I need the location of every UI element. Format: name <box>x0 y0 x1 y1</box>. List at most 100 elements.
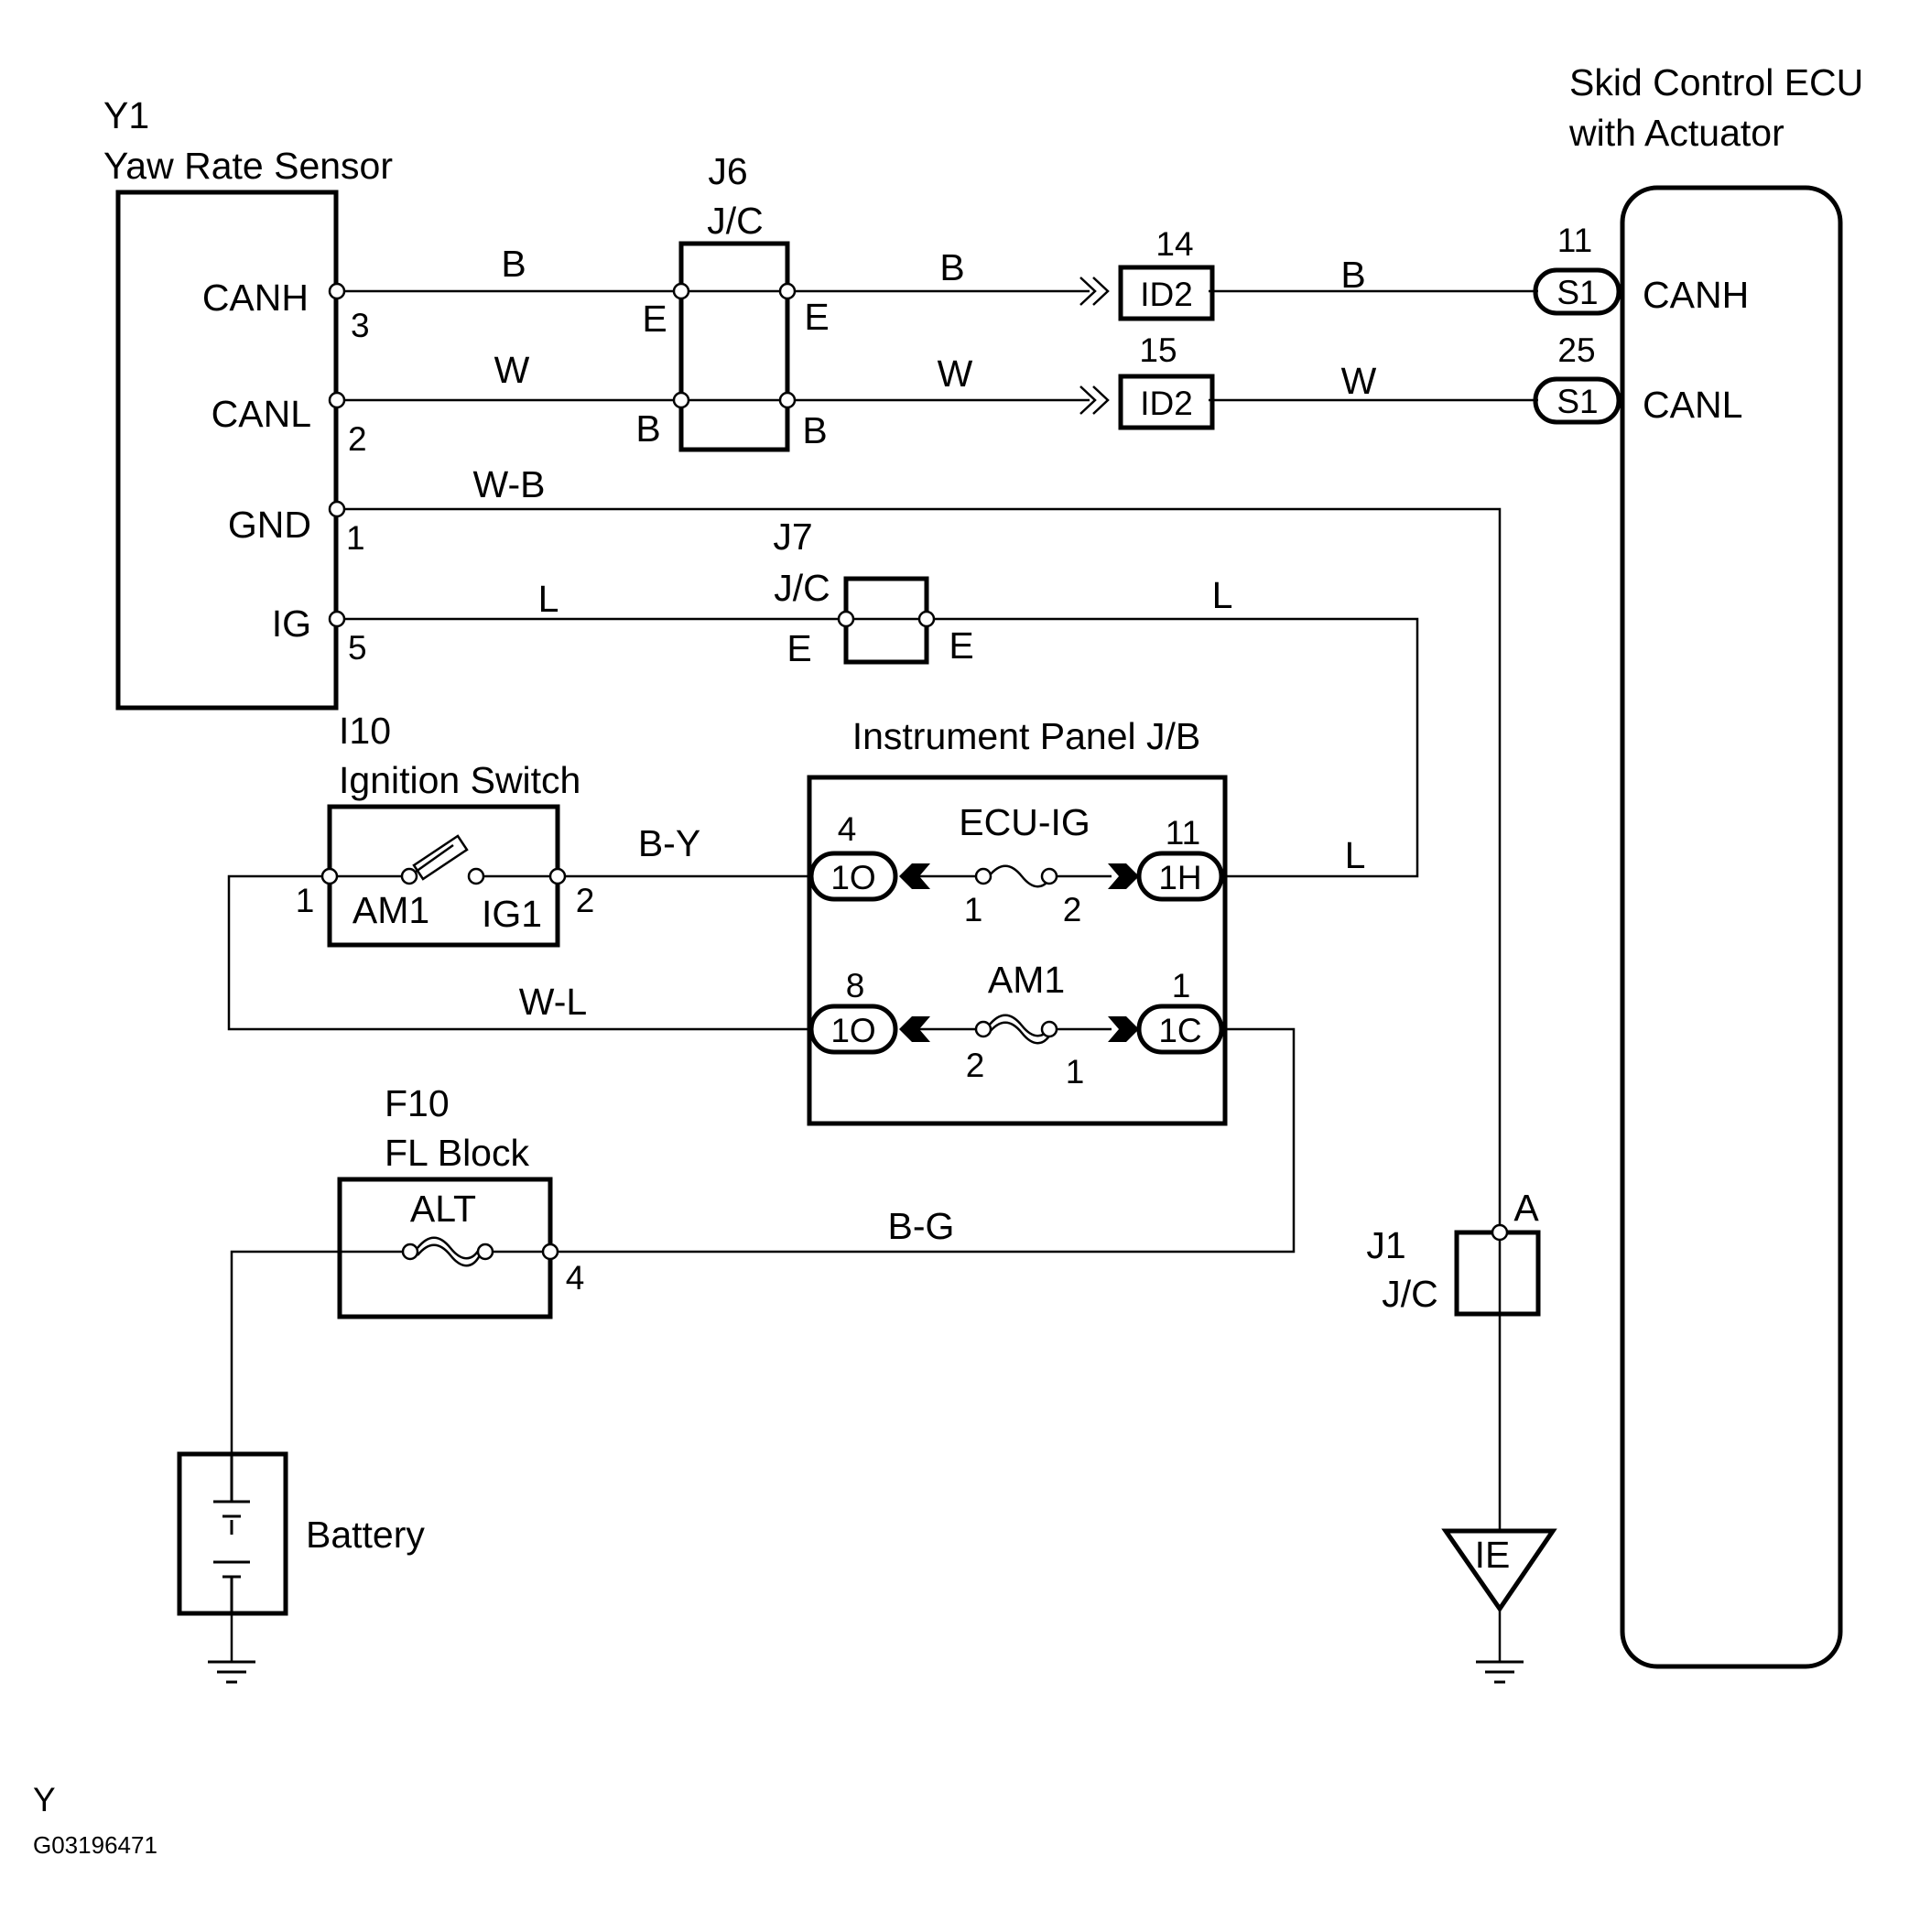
ignition-switch: I10 Ignition Switch AM1 IG1 1 2 <box>296 710 595 948</box>
wire-label-canl-3: W <box>1341 360 1377 402</box>
yaw-pin-canl-number: 2 <box>348 420 367 458</box>
wire-w-l <box>227 874 811 1031</box>
wire-label-w-l: W-L <box>519 981 587 1023</box>
ign-switch-pin-2: 2 <box>576 882 595 919</box>
junction-connector-j1: J1 J/C A <box>1366 1187 1541 1317</box>
yaw-sensor-body <box>115 190 339 711</box>
terminal-node <box>778 282 797 300</box>
yaw-sensor-code: Y1 <box>103 94 149 136</box>
terminal-node <box>917 610 936 628</box>
ipjb-pin-4: 4 <box>838 810 857 848</box>
ground-point-label: IE <box>1475 1534 1511 1576</box>
connector-chevron-icon <box>1079 277 1110 306</box>
connector-chevron-icon <box>1079 385 1110 415</box>
j1-body <box>1454 1230 1541 1317</box>
ecu-connector-canl <box>1533 376 1622 425</box>
fuse-icon <box>988 864 1053 888</box>
fl-block: F10 FL Block ALT 4 <box>337 1082 585 1319</box>
figure-id: G03196471 <box>33 1831 157 1859</box>
ground-symbol-ie <box>1476 1660 1524 1684</box>
j7-type: J/C <box>774 567 830 609</box>
terminal-node <box>400 867 418 885</box>
terminal-node <box>548 867 567 885</box>
ecu-pin-canh-signal: CANH <box>1643 274 1749 316</box>
terminal-node <box>328 610 346 628</box>
ipjb-body <box>807 775 1228 1126</box>
wire-label-canl-1: W <box>494 349 530 391</box>
wire-labels: B B B W W W W-B L L L B-Y W-L B-G <box>473 243 1377 1247</box>
ipjb-ecuig-pin-1: 1 <box>964 891 983 928</box>
terminal-node <box>974 1020 992 1038</box>
ipjb-conn-1c <box>1136 1004 1224 1055</box>
terminal-node <box>837 610 855 628</box>
yaw-pin-canh-number: 3 <box>351 307 370 344</box>
id2-canl-label: ID2 <box>1140 385 1193 422</box>
terminal-node <box>476 1243 494 1261</box>
fl-block-name: FL Block <box>385 1132 529 1174</box>
j7-body <box>843 576 929 665</box>
instrument-panel-jb: Instrument Panel J/B 1O 4 1H 11 ECU-IG 1… <box>807 715 1228 1126</box>
id2-canl-number: 15 <box>1139 331 1177 369</box>
ipjb-name: Instrument Panel J/B <box>852 715 1201 757</box>
ipjb-conn-1o-top-label: 1O <box>830 859 875 896</box>
ecu-conn-canh-label: S1 <box>1556 274 1598 311</box>
wire-b-g <box>550 1027 1296 1254</box>
yaw-pin-canl-label: CANL <box>212 393 311 435</box>
id2-connector-canl: ID2 15 <box>1079 331 1215 430</box>
id2-canh-label: ID2 <box>1140 276 1193 313</box>
wire-label-canl-2: W <box>938 353 973 395</box>
ecu-body <box>1620 185 1843 1669</box>
wire-label-canh-1: B <box>501 243 526 285</box>
id2-canl-body <box>1118 374 1215 430</box>
wire-label-canh-3: B <box>1340 254 1365 296</box>
battery: Battery <box>177 1451 425 1616</box>
j6-code: J6 <box>708 150 747 192</box>
ipjb-conn-1c-label: 1C <box>1158 1012 1201 1049</box>
wire-label-ig-1: L <box>538 578 559 620</box>
yaw-pin-canh-label: CANH <box>202 277 309 319</box>
yaw-pin-gnd-label: GND <box>228 504 311 546</box>
ecu-pin-canl-number: 25 <box>1557 331 1595 369</box>
ipjb-am1-pin-2: 2 <box>966 1047 985 1084</box>
terminal-node <box>778 391 797 409</box>
terminal-node <box>328 391 346 409</box>
ign-switch-am1: AM1 <box>353 889 429 931</box>
ipjb-conn-1h-label: 1H <box>1158 859 1201 896</box>
skid-control-ecu: Skid Control ECU with Actuator S1 11 CAN… <box>1533 61 1863 1669</box>
yaw-pin-ig-label: IG <box>272 602 311 645</box>
junction-connector-j7: J7 J/C E E <box>773 516 973 669</box>
wires <box>227 289 1538 1662</box>
battery-label: Battery <box>306 1514 425 1556</box>
wire-label-gnd: W-B <box>473 463 546 505</box>
j1-code: J1 <box>1366 1224 1405 1266</box>
terminal-node <box>1040 1020 1058 1038</box>
ipjb-pin-1: 1 <box>1172 967 1191 1004</box>
ipjb-conn-1o-top <box>808 851 898 902</box>
j7-code: J7 <box>773 516 812 558</box>
arrow-left-icon <box>899 863 930 889</box>
footer: Y G03196471 <box>33 1781 157 1859</box>
fl-block-pin-4: 4 <box>566 1259 585 1297</box>
arrow-left-icon <box>899 1016 930 1042</box>
junction-connector-j6: J6 J/C E E B B <box>635 150 830 452</box>
ecu-title-line1: Skid Control ECU <box>1569 61 1863 103</box>
ecu-title-line2: with Actuator <box>1568 112 1784 154</box>
ecu-conn-canl-label: S1 <box>1556 383 1598 420</box>
terminal-node <box>328 282 346 300</box>
ipjb-am1-pin-1: 1 <box>1066 1053 1085 1091</box>
yaw-rate-sensor: Y1 Yaw Rate Sensor CANH CANL GND IG 3 2 … <box>103 94 393 711</box>
j6-pin-b-right: B <box>802 409 827 451</box>
wire-label-ig-3: L <box>1345 834 1366 876</box>
terminal-node <box>974 867 992 885</box>
wire-gnd <box>337 507 1502 1232</box>
ecu-pin-canh-number: 11 <box>1557 222 1592 259</box>
terminal-node <box>467 867 485 885</box>
ipjb-conn-1o-bottom <box>808 1004 898 1055</box>
ground-point-ie: IE <box>1441 1528 1557 1662</box>
j7-pin-e-left: E <box>786 627 811 669</box>
wire-label-b-g: B-G <box>888 1205 955 1247</box>
ipjb-fuse-am1: AM1 <box>988 959 1065 1001</box>
id2-canh-number: 14 <box>1155 225 1193 263</box>
j6-body <box>678 241 790 452</box>
